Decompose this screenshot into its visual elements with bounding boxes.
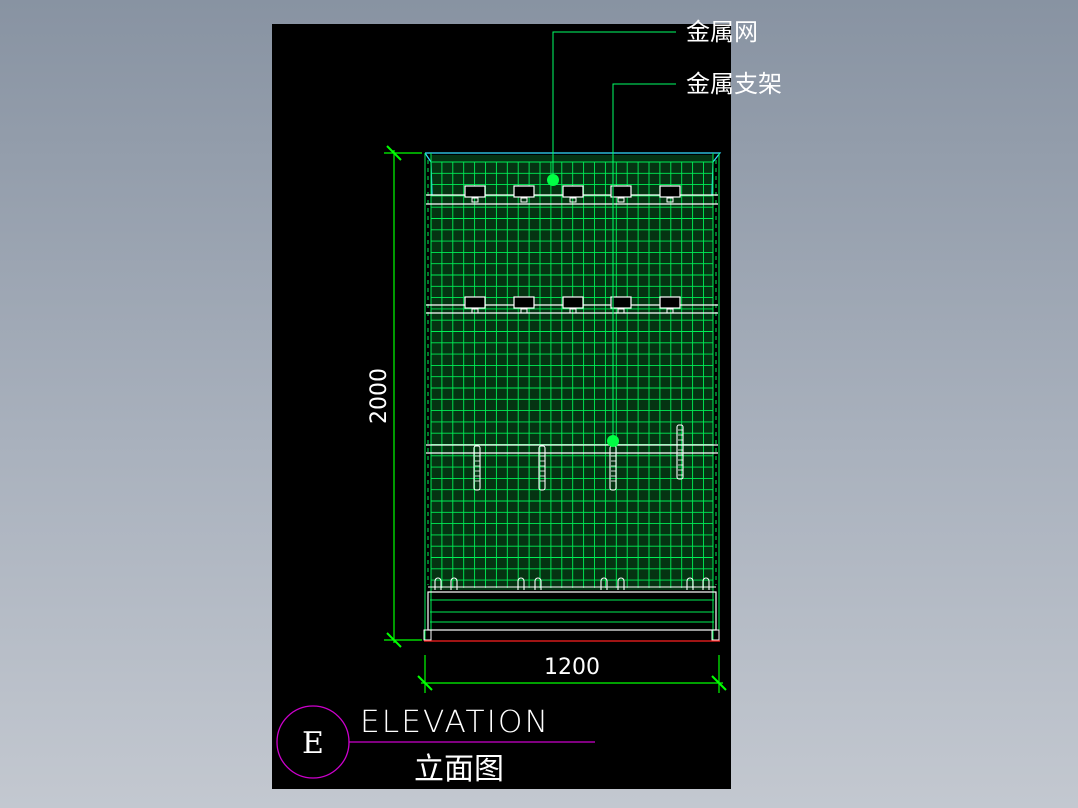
bottom-hook [517, 577, 525, 590]
display-item [513, 185, 535, 198]
bottom-hook [617, 577, 625, 590]
title-block: E ELEVATION 立面图 [276, 705, 595, 787]
display-item-clip [617, 197, 625, 203]
right-post [712, 153, 720, 640]
display-item-clip [666, 197, 674, 203]
elevation-geometry [423, 152, 722, 642]
height-dimension-label: 2000 [367, 368, 392, 424]
display-item [659, 185, 681, 198]
display-items-row-1 [464, 185, 681, 203]
mesh-grid [430, 161, 713, 588]
bottom-hooks [434, 577, 710, 590]
display-item [464, 296, 486, 309]
mesh-panel [431, 155, 713, 590]
callout-mesh-label: 金属网 [686, 18, 758, 46]
shelf-3 [426, 444, 718, 454]
bottom-hook [434, 577, 442, 590]
display-item-clip [666, 308, 674, 314]
display-item-clip [617, 308, 625, 314]
display-item-clip [520, 197, 528, 203]
metal-bracket-hooks [473, 424, 684, 491]
display-item [513, 296, 535, 309]
display-item-clip [471, 308, 479, 314]
display-item [562, 296, 584, 309]
display-item-clip [569, 197, 577, 203]
bottom-hook [600, 577, 608, 590]
callout-bracket-label: 金属支架 [686, 70, 782, 98]
width-dimension [417, 655, 727, 693]
display-items-row-2 [464, 296, 681, 314]
left-post [424, 153, 432, 640]
bottom-hook [450, 577, 458, 590]
display-item-clip [569, 308, 577, 314]
display-item [610, 296, 632, 309]
height-dimension [384, 145, 422, 648]
bracket-hook [473, 445, 481, 491]
bottom-hook [702, 577, 710, 590]
title-letter: E [302, 726, 324, 761]
display-item [464, 185, 486, 198]
callout-bracket: 金属支架 [607, 70, 782, 447]
display-item [562, 185, 584, 198]
display-item [659, 296, 681, 309]
width-dimension-label: 1200 [544, 655, 600, 680]
callout-mesh: 金属网 [547, 18, 758, 186]
display-item-clip [520, 308, 528, 314]
bottom-hook [686, 577, 694, 590]
display-item-clip [471, 197, 479, 203]
title-chinese: 立面图 [414, 752, 504, 787]
title-english: ELEVATION [360, 705, 550, 740]
base-plinth [423, 586, 720, 641]
bracket-hook [676, 424, 684, 480]
bracket-hook [538, 445, 546, 491]
bottom-hook [534, 577, 542, 590]
display-item [610, 185, 632, 198]
